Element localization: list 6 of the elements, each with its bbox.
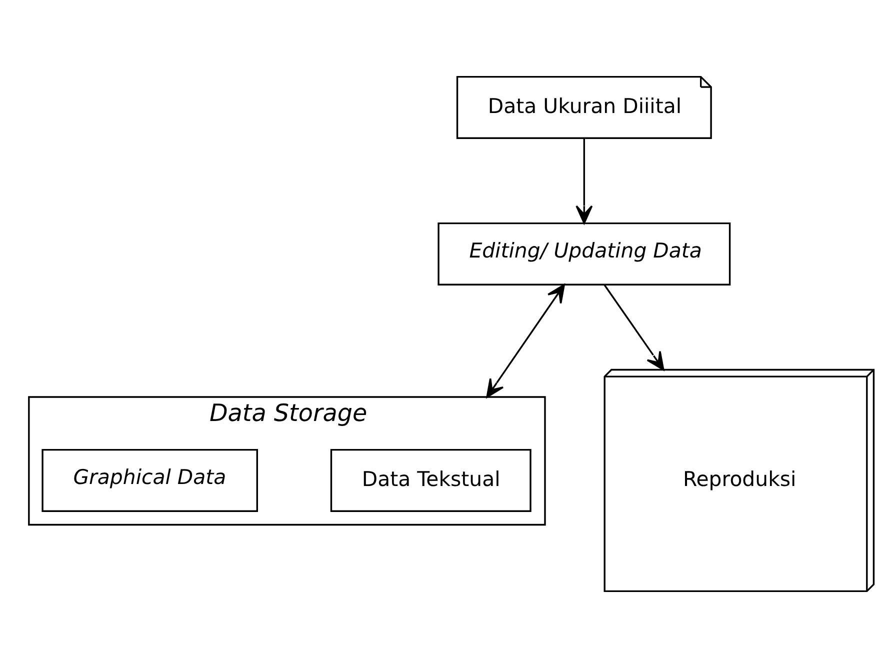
arrow	[604, 284, 664, 371]
node-box: Data Tekstual	[330, 448, 532, 512]
node-box: Editing/ Updating Data	[438, 222, 731, 286]
arrow	[486, 284, 565, 398]
arrow	[576, 138, 593, 224]
node-box: Graphical Data	[42, 448, 258, 512]
